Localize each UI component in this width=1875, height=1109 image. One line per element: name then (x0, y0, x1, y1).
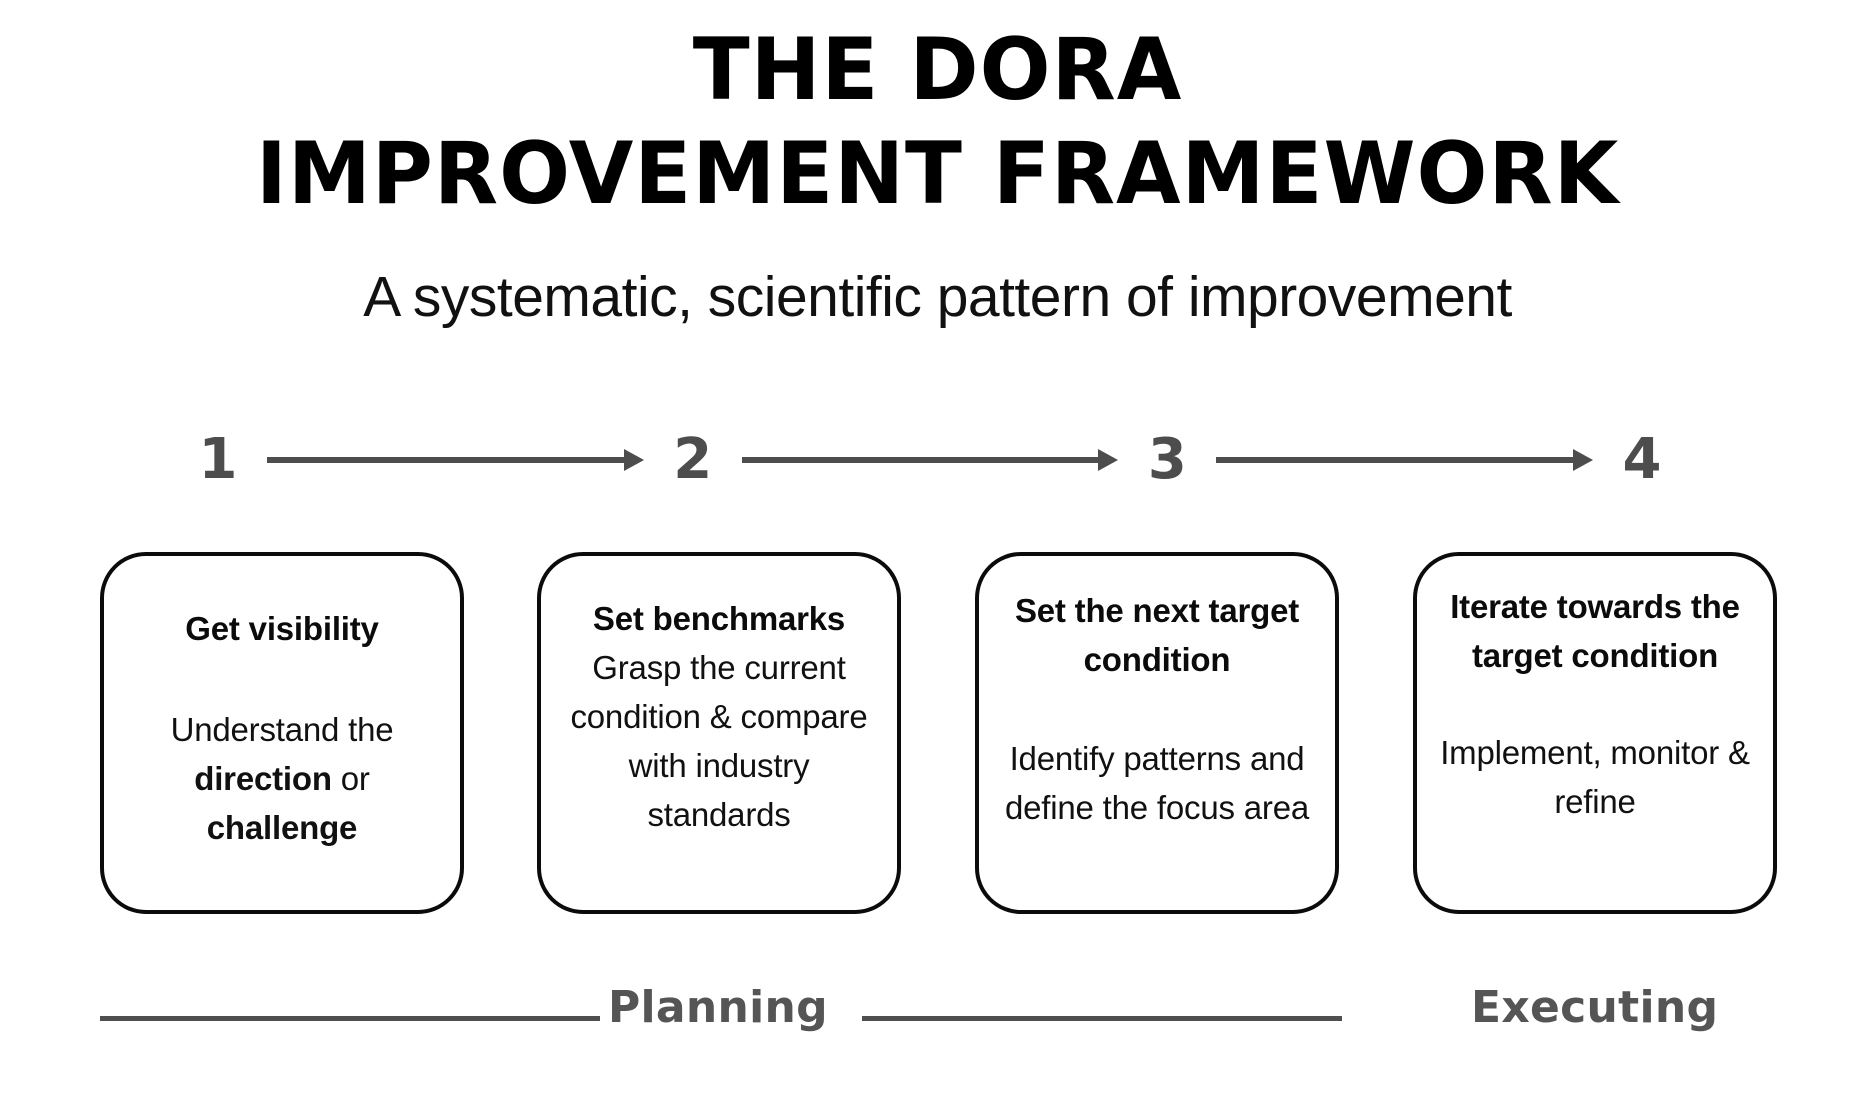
phase-label-executing: Executing (1471, 982, 1719, 1033)
step-card-1-heading: Get visibility (185, 610, 379, 647)
page-title: THE DORA IMPROVEMENT FRAMEWORK (0, 18, 1875, 226)
step-sequence: 1 2 3 4 (195, 420, 1665, 500)
arrow-shaft-icon (1216, 457, 1580, 463)
arrow-shaft-icon (741, 457, 1105, 463)
page-subtitle: A systematic, scientific pattern of impr… (363, 265, 1512, 329)
step-number-1: 1 (198, 427, 238, 492)
step-card-4: Iterate towards the target condition Imp… (1413, 552, 1777, 914)
step-card-2: Set benchmarks Grasp the current conditi… (537, 552, 901, 914)
step-card-3: Set the next target condition Identify p… (975, 552, 1339, 914)
step-card-4-body: Implement, monitor & refine (1440, 734, 1750, 820)
phase-divider-line-right (862, 1016, 1342, 1021)
step-card-4-heading: Iterate towards the target condition (1450, 588, 1740, 674)
title-line-1: THE DORA (692, 20, 1183, 120)
step-card-2-heading: Set benchmarks (592, 600, 846, 637)
step-card-3-body: Identify patterns and define the focus a… (1004, 740, 1309, 826)
step-cards: Get visibility Understand the direction … (0, 552, 1875, 914)
title-line-2: IMPROVEMENT FRAMEWORK (255, 124, 1620, 224)
step-arrow-2-to-3 (741, 448, 1119, 472)
step-card-1-body: Understand the direction or challenge (170, 711, 394, 846)
phase-divider-line-left (100, 1016, 600, 1021)
step-card-1: Get visibility Understand the direction … (100, 552, 464, 914)
arrow-head-icon (623, 449, 644, 471)
phase-label-planning: Planning (608, 982, 828, 1033)
arrow-shaft-icon (267, 457, 630, 463)
phase-bar: Planning Executing (0, 960, 1875, 1060)
step-arrow-1-to-2 (267, 448, 644, 472)
step-number-2: 2 (673, 427, 713, 492)
step-number-4: 4 (1622, 427, 1662, 492)
arrow-head-icon (1098, 449, 1119, 471)
arrow-head-icon (1573, 449, 1594, 471)
step-card-2-body: Grasp the current condition & compare wi… (570, 649, 868, 833)
step-arrow-3-to-4 (1216, 448, 1594, 472)
step-number-3: 3 (1147, 427, 1187, 492)
step-card-3-heading: Set the next target condition (1014, 592, 1300, 678)
